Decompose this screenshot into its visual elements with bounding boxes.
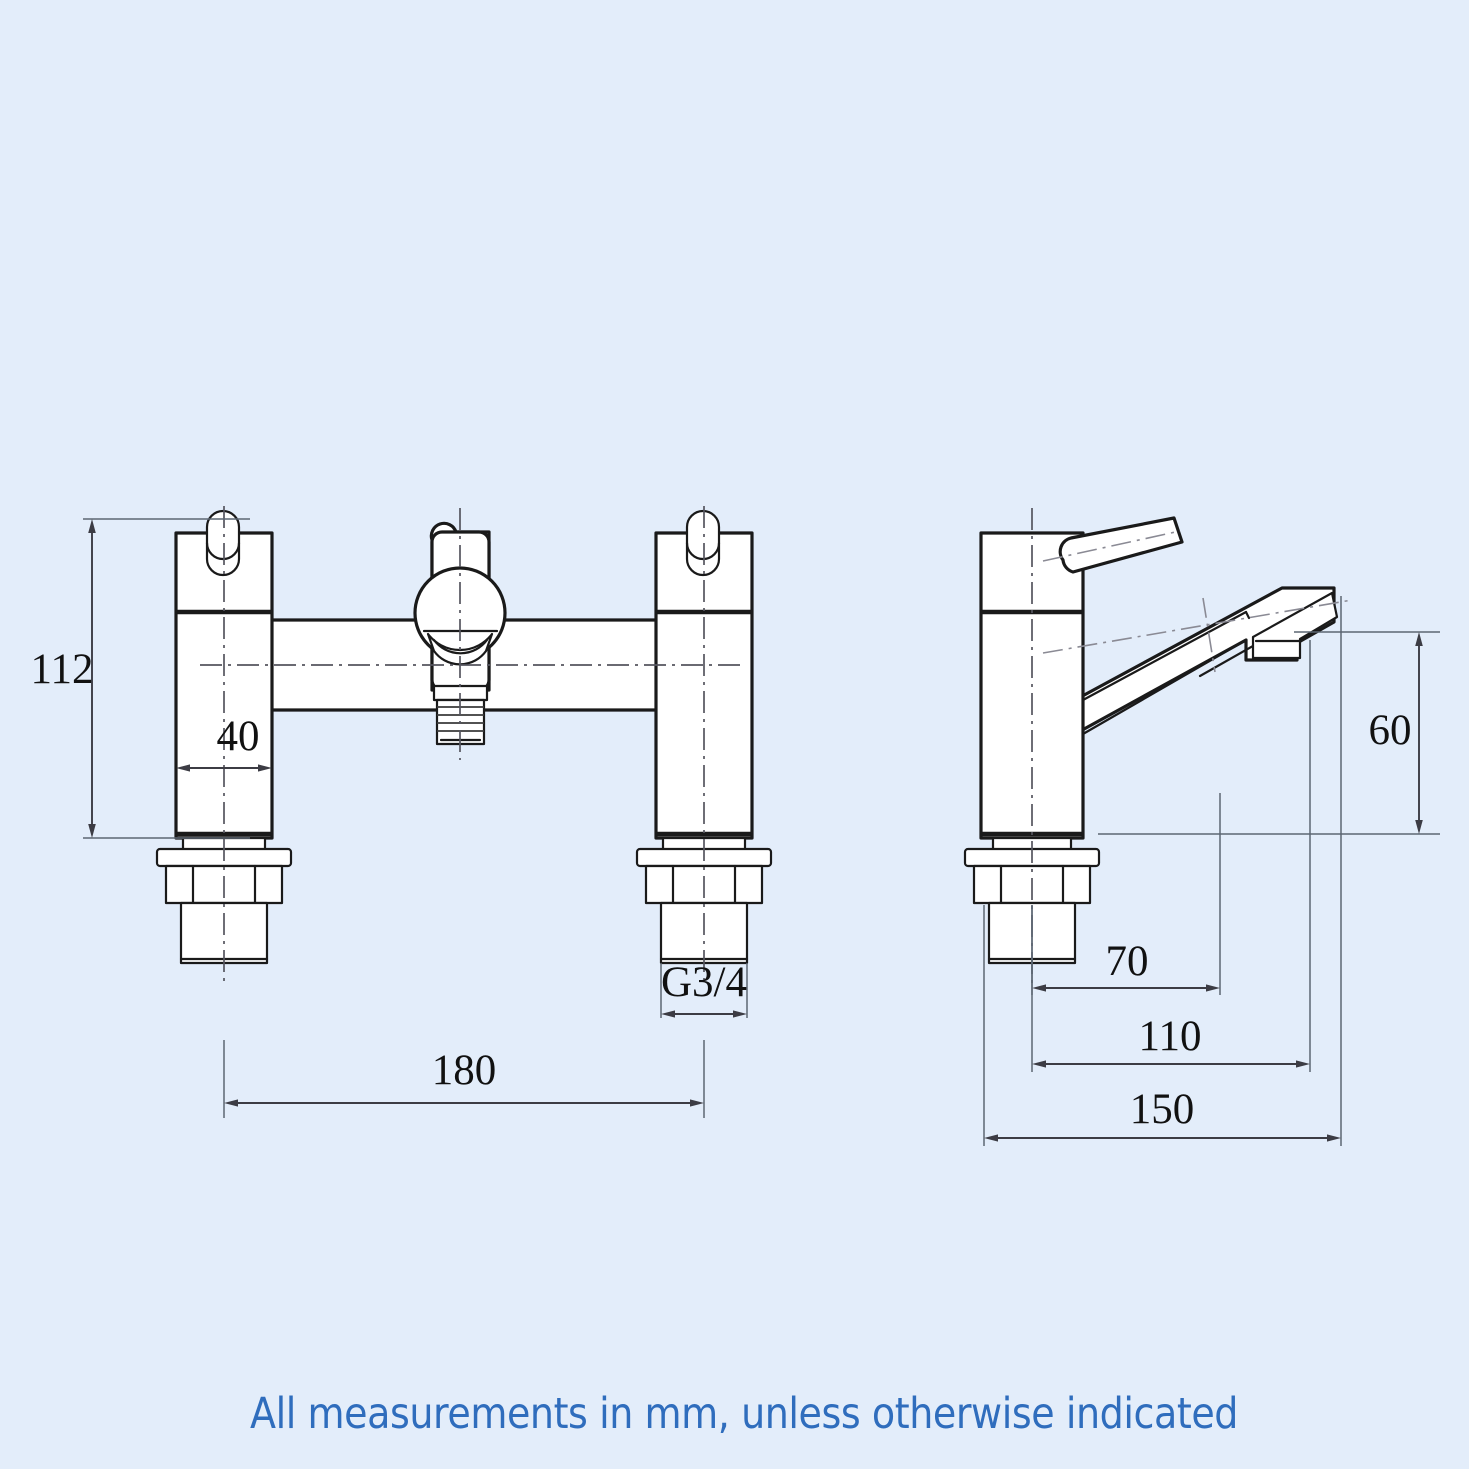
dimension-150: 150 — [983, 596, 1342, 1146]
front-elevation-view: 112 40 G3/4 180 — [31, 506, 773, 1118]
side-spout-centerline — [1042, 599, 1353, 654]
dim70-arrow-left — [1032, 984, 1046, 992]
dim60-arrow-bottom — [1415, 820, 1423, 834]
dim110-arrow-left — [1032, 1060, 1046, 1068]
dim60-arrow-top — [1415, 632, 1423, 646]
left-tap-pillar — [174, 509, 274, 840]
diverter-knob-lip-inner — [432, 638, 489, 655]
side-spout-cross-centerline — [1202, 597, 1216, 673]
dim60-label: 60 — [1369, 707, 1412, 754]
side-lever-handle — [1058, 516, 1184, 574]
dimension-112: 112 — [31, 518, 250, 839]
dimension-40: 40 — [176, 713, 272, 772]
dimension-60: 60 — [1098, 631, 1440, 835]
dimG34-arrow-right — [733, 1010, 747, 1018]
side-lever-centerline — [1042, 530, 1181, 562]
dim112-arrow-bottom — [88, 824, 96, 838]
dim40-arrow-left — [176, 764, 190, 772]
right-handle-lever-arc — [685, 541, 721, 561]
dim180-arrow-right — [690, 1099, 704, 1107]
side-spout-lower-edge — [1081, 638, 1248, 736]
diverter-knob-lip — [426, 632, 494, 666]
dim110-label: 110 — [1139, 1013, 1202, 1060]
dim112-arrow-top — [88, 519, 96, 533]
right-tap-pillar — [654, 509, 754, 840]
left-pillar-body — [174, 531, 274, 840]
dimension-g34: G3/4 — [660, 959, 748, 1018]
dimension-180: 180 — [223, 1040, 705, 1118]
dim40-arrow-right — [258, 764, 272, 772]
right-pillar-body — [654, 531, 754, 840]
dim70-arrow-right — [1206, 984, 1220, 992]
side-spout-step — [1244, 610, 1251, 620]
dimG34-label: G3/4 — [661, 959, 747, 1006]
left-handle-lever-arc — [205, 541, 241, 561]
dim180-label: 180 — [432, 1047, 497, 1094]
dim110-arrow-right — [1296, 1060, 1310, 1068]
measurement-caption: All measurements in mm, unless otherwise… — [250, 1389, 1238, 1439]
dim112-label: 112 — [31, 646, 94, 693]
dim150-arrow-right — [1327, 1134, 1341, 1142]
side-spout-upper-edge — [1081, 610, 1248, 702]
dim180-arrow-left — [224, 1099, 238, 1107]
dimG34-arrow-left — [661, 1010, 675, 1018]
side-elevation-view: 60 70 110 150 — [963, 508, 1440, 1146]
dim70-label: 70 — [1106, 938, 1149, 985]
right-handle-lever-end — [685, 509, 721, 577]
dim40-label: 40 — [217, 713, 260, 760]
dim150-arrow-left — [984, 1134, 998, 1142]
dimension-110: 110 — [1031, 640, 1311, 1072]
dim150-label: 150 — [1130, 1086, 1195, 1133]
left-handle-lever-end — [205, 509, 241, 577]
